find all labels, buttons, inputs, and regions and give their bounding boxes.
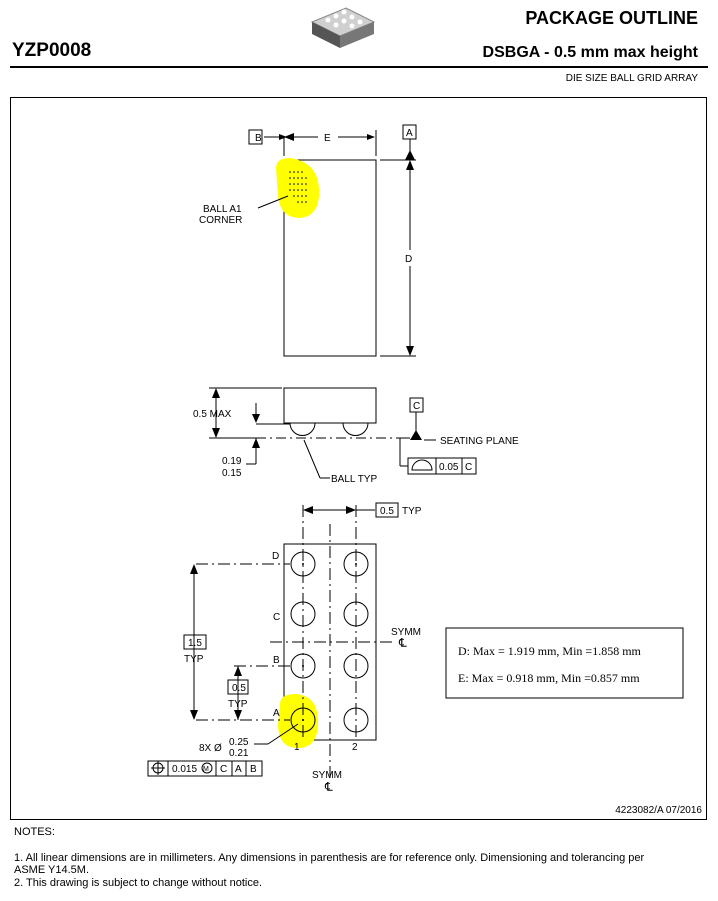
dim-table-e-row: E: Max = 0.918 mm, Min =0.857 mm	[458, 671, 640, 685]
note-item: 1. All linear dimensions are in millimet…	[14, 852, 645, 876]
side-view	[209, 387, 477, 479]
package-outline-title: PACKAGE OUTLINE	[525, 8, 698, 28]
ball-diam-max: 0.25	[229, 737, 249, 748]
dim-15-value: 1.5	[188, 638, 202, 649]
package-thumbnail-icon	[310, 7, 376, 48]
position-modifier: M	[203, 766, 209, 773]
bottom-view	[147, 502, 399, 780]
tol-datum-c: C	[220, 764, 227, 775]
datum-c-label: C	[413, 401, 420, 412]
pitch-top-value: 0.5	[380, 506, 394, 517]
tol-datum-b: B	[250, 764, 257, 775]
package-subtitle: DSBGA - 0.5 mm max height	[482, 44, 698, 61]
ball-count-diameter: 8X Ø	[199, 743, 222, 754]
a1-ball-highlight	[278, 694, 318, 748]
datum-b-label: B	[255, 133, 262, 144]
ball-diam-min: 0.21	[229, 748, 249, 759]
die-outline-top	[283, 159, 377, 357]
part-number: YZP0008	[12, 40, 92, 61]
symm-label-right: SYMM	[391, 627, 421, 638]
flatness-value: 0.05	[439, 462, 459, 473]
ball-a1-label-1: BALL A1	[203, 204, 242, 215]
flatness-datum: C	[465, 462, 472, 473]
standoff-max-label: 0.19	[222, 456, 242, 467]
top-view	[248, 124, 417, 357]
centerline-symbol-right: ℄	[398, 636, 407, 650]
note-item: 2. This drawing is subject to change wit…	[14, 877, 263, 889]
dim-d-label: D	[405, 254, 412, 265]
dim-e-label: E	[324, 133, 331, 144]
header-rule	[10, 66, 708, 68]
a1-highlight	[276, 158, 320, 218]
datum-a-label: A	[406, 128, 413, 139]
centerline-symbol-bottom: ℄	[324, 780, 333, 794]
ball-typ-label: BALL TYP	[331, 474, 377, 485]
pitch-left-typ: TYP	[228, 699, 248, 710]
pitch-left-value: 0.5	[232, 683, 246, 694]
die-body-side	[283, 387, 377, 424]
document-reference: 4223082/A 07/2016	[615, 805, 702, 816]
row-label-a: A	[273, 708, 280, 719]
position-tolerance: 0.015	[172, 764, 197, 775]
symm-label-bottom: SYMM	[312, 770, 342, 781]
dim-15-typ: TYP	[184, 654, 204, 665]
pitch-top-typ: TYP	[402, 506, 422, 517]
drawing-frame	[10, 97, 707, 820]
dim-table-d-row: D: Max = 1.919 mm, Min =1.858 mm	[458, 644, 642, 658]
row-label-c: C	[273, 612, 280, 623]
standoff-min-label: 0.15	[222, 468, 242, 479]
dimension-table: D: Max = 1.919 mm, Min =1.858 mm E: Max …	[445, 627, 684, 699]
row-label-b: B	[273, 655, 280, 666]
seating-plane-label: SEATING PLANE	[440, 436, 519, 447]
package-description: DIE SIZE BALL GRID ARRAY	[565, 73, 698, 84]
tol-datum-a: A	[235, 764, 242, 775]
notes-title: NOTES:	[14, 826, 55, 838]
col-label-2: 2	[352, 742, 358, 753]
row-label-d: D	[272, 551, 279, 562]
max-height-label: 0.5 MAX	[193, 409, 232, 420]
ball-a1-label-2: CORNER	[199, 215, 242, 226]
col-label-1: 1	[294, 742, 300, 753]
